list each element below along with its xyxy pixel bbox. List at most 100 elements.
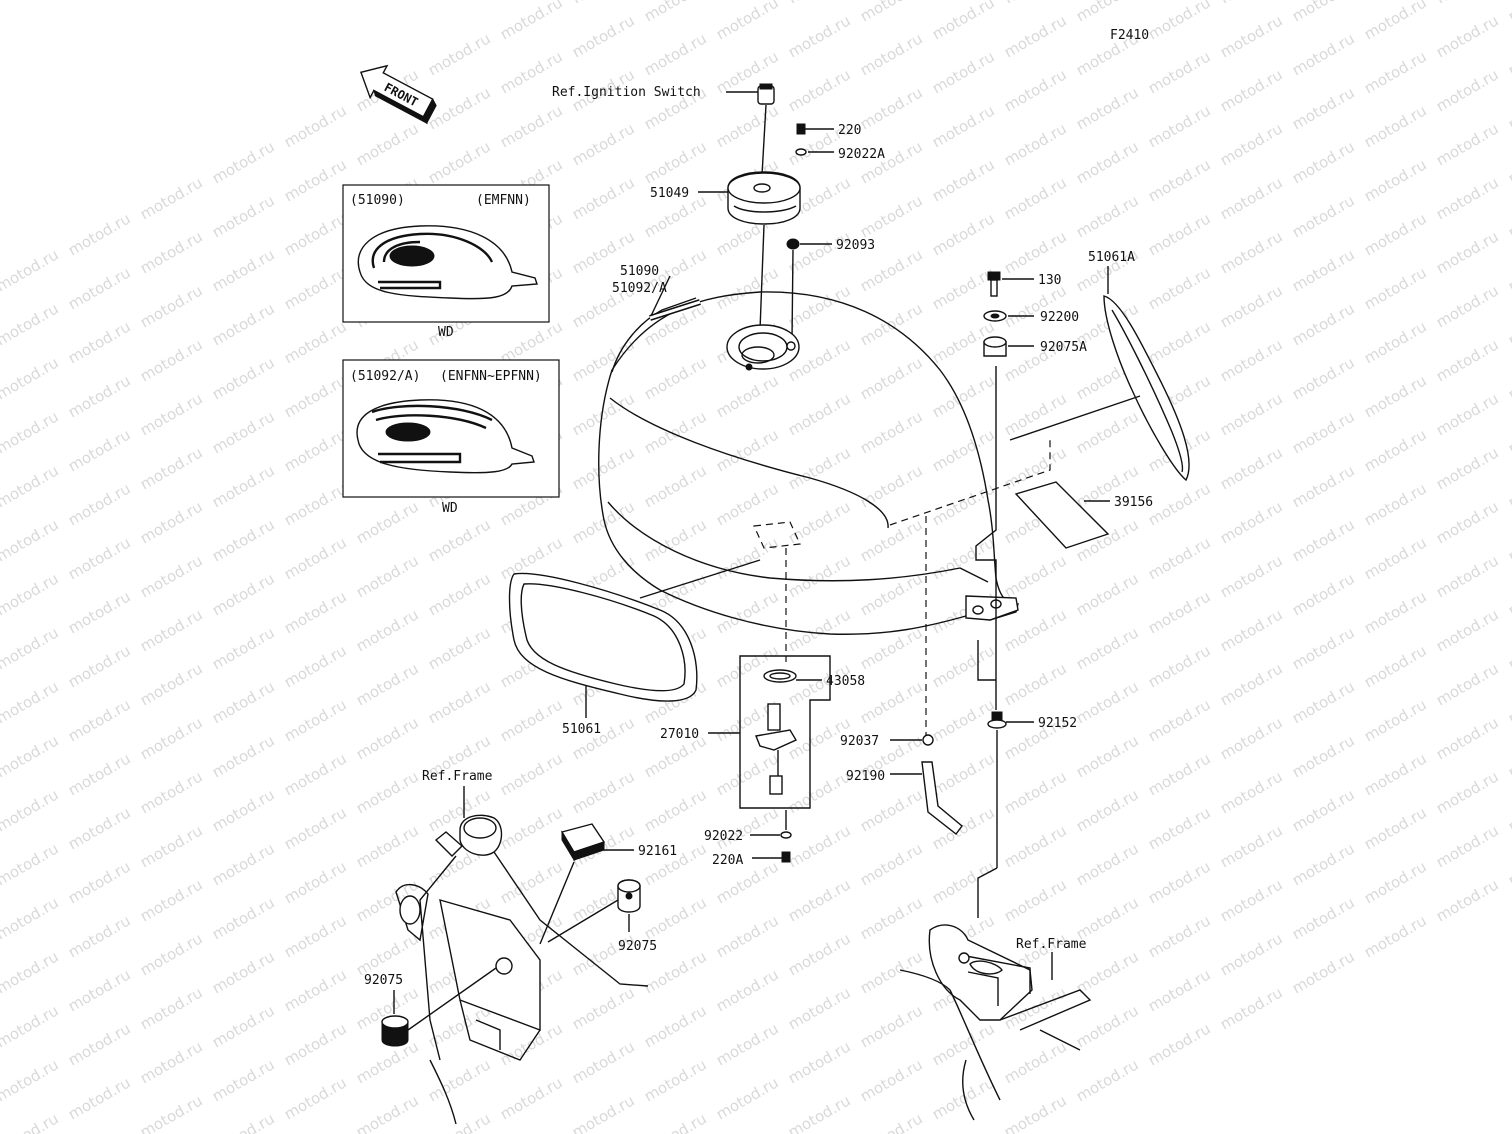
watermark-text: motod.ru	[1073, 947, 1142, 997]
bolt-220a	[752, 851, 791, 863]
watermark-text: motod.ru	[1217, 605, 1286, 655]
clamp-92037	[890, 734, 934, 746]
watermark-text: motod.ru	[1073, 137, 1142, 187]
watermark-text: motod.ru	[1361, 479, 1430, 529]
frame-left	[395, 814, 649, 1125]
washer-92022	[750, 831, 792, 839]
watermark-text: motod.ru	[497, 749, 566, 799]
label-51061: 51061	[562, 722, 601, 737]
watermark-text: motod.ru	[1289, 731, 1358, 781]
watermark-text: motod.ru	[281, 587, 350, 637]
watermark-text: motod.ru	[1145, 209, 1214, 259]
label-51092a: 51092/A	[612, 281, 667, 296]
watermark-text: motod.ru	[137, 1037, 206, 1087]
watermark-text: motod.ru	[1505, 191, 1512, 241]
watermark-text: motod.ru	[425, 677, 494, 727]
watermark-text: motod.ru	[641, 0, 710, 25]
watermark-text: motod.ru	[209, 245, 278, 295]
watermark-text: motod.ru	[1505, 569, 1512, 619]
label-51061a: 51061A	[1088, 250, 1135, 265]
watermark-text: motod.ru	[65, 1073, 134, 1123]
watermark-text: motod.ru	[713, 641, 782, 691]
watermark-text: motod.ru	[0, 623, 62, 673]
watermark-text: motod.ru	[209, 623, 278, 673]
watermark-text: motod.ru	[1145, 857, 1214, 907]
label-39156: 39156	[1114, 495, 1153, 510]
label-220: 220	[838, 123, 861, 138]
watermark-text: motod.ru	[1145, 533, 1214, 583]
watermark-text: motod.ru	[1073, 191, 1142, 241]
watermark-text: motod.ru	[137, 605, 206, 655]
watermark-text: motod.ru	[1361, 155, 1430, 205]
watermark-text: motod.ru	[1001, 659, 1070, 709]
inset-1-title: (51090)	[350, 193, 405, 208]
watermark-text: motod.ru	[281, 965, 350, 1015]
damper-92075-right	[547, 879, 641, 943]
watermark-text: motod.ru	[1505, 839, 1512, 889]
label-92022a: 92022A	[838, 147, 885, 162]
watermark-text: motod.ru	[1001, 173, 1070, 223]
watermark-text: motod.ru	[929, 749, 998, 799]
watermark-text: motod.ru	[0, 299, 62, 349]
watermark-text: motod.ru	[209, 191, 278, 241]
watermark-text: motod.ru	[929, 0, 998, 43]
watermark-text: motod.ru	[641, 785, 710, 835]
watermark-text: motod.ru	[1433, 389, 1502, 439]
watermark-text: motod.ru	[1217, 227, 1286, 277]
watermark-text: motod.ru	[209, 461, 278, 511]
watermark-text: motod.ru	[1361, 857, 1430, 907]
watermark-text: motod.ru	[425, 515, 494, 565]
watermark-text: motod.ru	[1361, 263, 1430, 313]
watermark-text: motod.ru	[209, 137, 278, 187]
watermark-text: motod.ru	[137, 281, 206, 331]
watermark-text: motod.ru	[713, 911, 782, 961]
watermark-text: motod.ru	[857, 515, 926, 565]
watermark-text: motod.ru	[713, 965, 782, 1015]
watermark-text: motod.ru	[857, 299, 926, 349]
watermark-text: motod.ru	[1145, 749, 1214, 799]
watermark-text: motod.ru	[281, 749, 350, 799]
watermark-text: motod.ru	[569, 0, 638, 7]
watermark-text: motod.ru	[569, 767, 638, 817]
inset-2-title: (51092/A)	[350, 369, 420, 384]
watermark-text: motod.ru	[1361, 695, 1430, 745]
watermark-text: motod.ru	[785, 11, 854, 61]
watermark-text: motod.ru	[0, 947, 62, 997]
watermark-text: motod.ru	[281, 371, 350, 421]
label-43058: 43058	[826, 674, 865, 689]
watermark-text: motod.ru	[281, 479, 350, 529]
watermark-text: motod.ru	[641, 407, 710, 457]
figure-code: F2410	[1110, 28, 1149, 43]
watermark-text: motod.ru	[1289, 83, 1358, 133]
watermark-text: motod.ru	[65, 857, 134, 907]
watermark-text: motod.ru	[1145, 587, 1214, 637]
watermark-text: motod.ru	[569, 713, 638, 763]
watermark-text: motod.ru	[1289, 569, 1358, 619]
watermark-text: motod.ru	[929, 263, 998, 313]
watermark-text: motod.ru	[281, 1073, 350, 1123]
damper-92075a	[983, 336, 1034, 357]
watermark-text: motod.ru	[0, 1055, 62, 1105]
watermark-text: motod.ru	[137, 335, 206, 385]
watermark-text: motod.ru	[929, 155, 998, 205]
watermark-text: motod.ru	[857, 137, 926, 187]
watermark-text: motod.ru	[1433, 281, 1502, 331]
watermark-text: motod.ru	[0, 353, 62, 403]
watermark-text: motod.ru	[353, 551, 422, 601]
inset-2-variant: (ENFNN~EPFNN)	[440, 369, 542, 384]
watermark-text: motod.ru	[1289, 191, 1358, 241]
watermark-text: motod.ru	[0, 677, 62, 727]
label-ref-frame-left: Ref.Frame	[422, 769, 493, 784]
watermark-text: motod.ru	[1145, 965, 1214, 1015]
watermark-text: motod.ru	[425, 623, 494, 673]
watermark-text: motod.ru	[137, 551, 206, 601]
washer-92022a	[795, 148, 834, 156]
label-92190: 92190	[846, 769, 885, 784]
watermark-text: motod.ru	[1361, 749, 1430, 799]
bolt-220	[796, 123, 834, 135]
watermark-text: motod.ru	[353, 1091, 422, 1134]
watermark-text: motod.ru	[209, 1109, 278, 1134]
watermark-text: motod.ru	[281, 155, 350, 205]
fuel-tank	[598, 291, 1051, 735]
watermark-text: motod.ru	[929, 533, 998, 583]
